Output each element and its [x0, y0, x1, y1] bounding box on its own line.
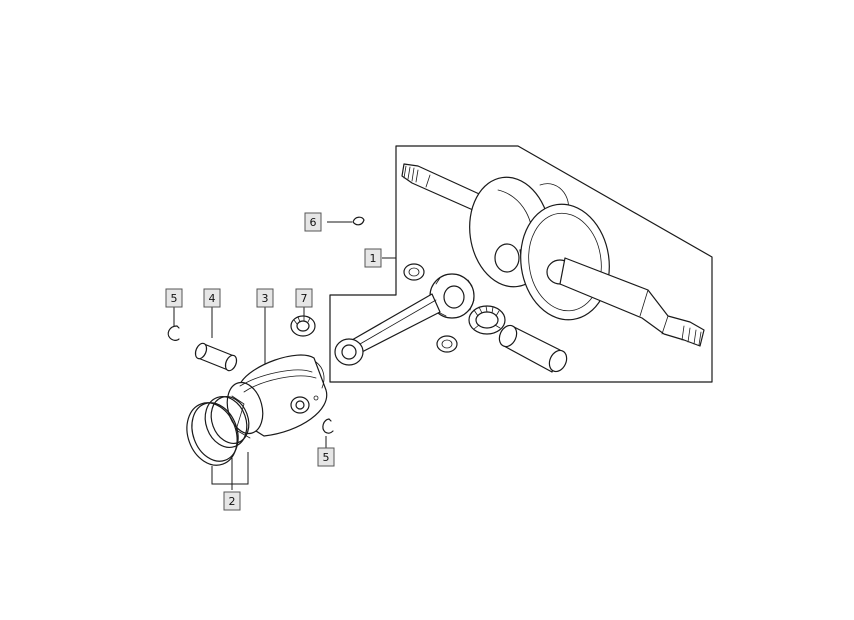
piston-pin-icon: [194, 342, 238, 372]
needle-bearing-icon: [290, 315, 316, 337]
callout-5-upper: 5: [165, 288, 183, 308]
callout-7: 7: [295, 288, 313, 308]
callout-1-text: 1: [370, 252, 377, 265]
callout-2: 2: [223, 491, 241, 511]
big-end-bearing-icon: [468, 305, 506, 335]
callout-5-lower-text: 5: [323, 451, 330, 464]
callout-4-text: 4: [209, 292, 216, 305]
callout-6-text: 6: [310, 216, 317, 229]
connecting-rod-icon: [334, 273, 475, 366]
callout-3-text: 3: [262, 292, 269, 305]
callout-5-upper-text: 5: [171, 292, 178, 305]
callout-3: 3: [256, 288, 274, 308]
circlip-icon: [322, 418, 334, 434]
crankpin-icon: [498, 324, 568, 373]
thrust-washer-icon: [436, 335, 458, 353]
piston-icon: [226, 354, 328, 437]
thrust-washer-icon: [403, 263, 425, 281]
callout-4: 4: [203, 288, 221, 308]
leader-lines: [173, 221, 396, 490]
piston-ring-set-icon: [186, 395, 251, 466]
crankshaft-group-frame: [329, 145, 713, 383]
crankshaft-assembly-icon: [401, 163, 705, 347]
callout-2-text: 2: [229, 495, 236, 508]
woodruff-key-icon: [352, 216, 365, 226]
callout-5-lower: 5: [317, 447, 335, 467]
callout-1: 1: [364, 248, 382, 268]
callout-7-text: 7: [301, 292, 308, 305]
callout-6: 6: [304, 212, 322, 232]
circlip-icon: [167, 325, 180, 341]
